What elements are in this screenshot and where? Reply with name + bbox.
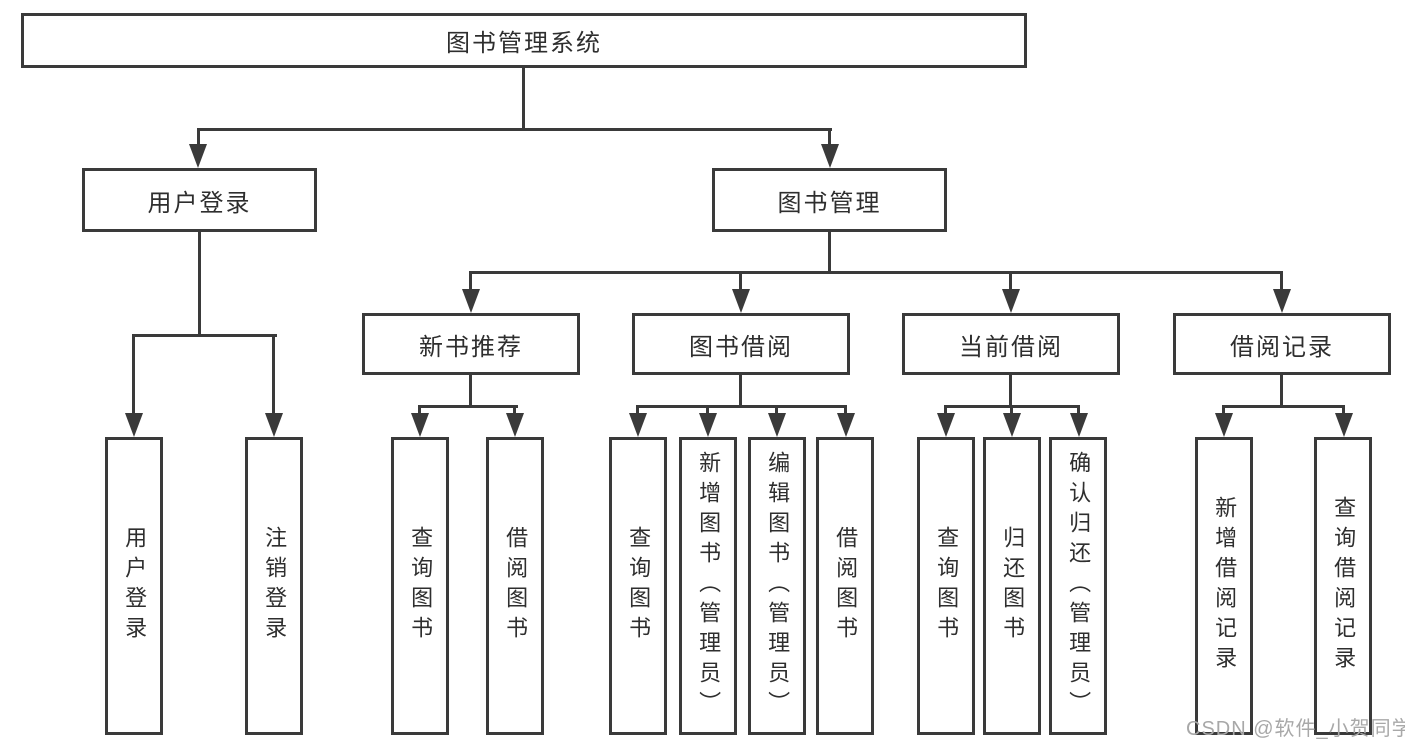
connector-line: [522, 68, 525, 130]
connector-line: [1342, 405, 1345, 417]
leaf-edit-books-admin: 编辑图书（管理员）: [748, 437, 806, 735]
leaf-recommend-borrow-books-label: 借阅图书: [503, 526, 529, 646]
connector-line: [418, 405, 421, 417]
arrow-down-icon: [411, 413, 429, 437]
arrow-down-icon: [462, 289, 480, 313]
node-user-login-label: 用户登录: [147, 189, 252, 217]
leaf-return-books: 归还图书: [983, 437, 1041, 735]
node-borrow-records-label: 借阅记录: [1230, 333, 1334, 361]
node-current-borrow-label: 当前借阅: [959, 333, 1063, 361]
connector-line: [828, 232, 831, 273]
node-new-book-recommend-label: 新书推荐: [419, 333, 523, 361]
arrow-down-icon: [699, 413, 717, 437]
connector-line: [1077, 405, 1080, 417]
watermark: CSDN @软件_小贺同学: [1186, 718, 1405, 740]
connector-line: [828, 128, 831, 146]
leaf-current-query-books: 查询图书: [917, 437, 975, 735]
node-book-borrow-label: 图书借阅: [689, 333, 793, 361]
leaf-recommend-query-books: 查询图书: [391, 437, 449, 735]
leaf-logout: 注销登录: [245, 437, 303, 735]
node-current-borrow: 当前借阅: [902, 313, 1120, 375]
arrow-down-icon: [506, 413, 524, 437]
arrow-down-icon: [265, 413, 283, 437]
leaf-recommend-borrow-books: 借阅图书: [486, 437, 544, 735]
node-book-management-label: 图书管理: [777, 189, 882, 217]
connector-line: [469, 375, 472, 407]
leaf-confirm-return-admin: 确认归还（管理员）: [1049, 437, 1107, 735]
connector-line: [197, 128, 200, 146]
connector-line: [132, 334, 135, 416]
leaf-add-books-admin-label: 新增图书（管理员）: [696, 451, 722, 721]
arrow-down-icon: [189, 144, 207, 168]
connector-line: [844, 405, 847, 417]
node-new-book-recommend: 新书推荐: [362, 313, 580, 375]
leaf-borrow-query-books: 查询图书: [609, 437, 667, 735]
connector-line: [1280, 375, 1283, 407]
connector-line: [1222, 405, 1225, 417]
arrow-down-icon: [837, 413, 855, 437]
arrow-down-icon: [821, 144, 839, 168]
node-book-management: 图书管理: [712, 168, 947, 232]
connector-line: [1280, 271, 1283, 291]
leaf-add-borrow-record: 新增借阅记录: [1195, 437, 1253, 735]
connector-line: [739, 271, 742, 291]
arrow-down-icon: [1273, 289, 1291, 313]
leaf-query-borrow-record: 查询借阅记录: [1314, 437, 1372, 735]
arrow-down-icon: [937, 413, 955, 437]
connector-line: [469, 271, 472, 291]
leaf-return-books-label: 归还图书: [1000, 526, 1026, 646]
connector-line: [636, 405, 639, 417]
connector-line: [469, 271, 1283, 274]
leaf-user-login-label: 用户登录: [122, 526, 148, 646]
node-library-system: 图书管理系统: [21, 13, 1027, 68]
leaf-query-borrow-record-label: 查询借阅记录: [1331, 496, 1357, 676]
leaf-add-books-admin: 新增图书（管理员）: [679, 437, 737, 735]
leaf-add-borrow-record-label: 新增借阅记录: [1212, 496, 1238, 676]
connector-line: [944, 405, 947, 417]
arrow-down-icon: [1002, 289, 1020, 313]
connector-line: [418, 405, 518, 408]
arrow-down-icon: [1003, 413, 1021, 437]
connector-line: [197, 128, 832, 131]
leaf-borrow-borrow-books: 借阅图书: [816, 437, 874, 735]
arrow-down-icon: [732, 289, 750, 313]
connector-line: [1009, 375, 1012, 407]
node-borrow-records: 借阅记录: [1173, 313, 1391, 375]
connector-line: [513, 405, 516, 417]
connector-line: [1009, 271, 1012, 291]
connector-line: [636, 405, 847, 408]
connector-line: [706, 405, 709, 417]
leaf-logout-label: 注销登录: [262, 526, 288, 646]
connector-line: [1222, 405, 1344, 408]
node-book-borrow: 图书借阅: [632, 313, 850, 375]
leaf-edit-books-admin-label: 编辑图书（管理员）: [765, 451, 791, 721]
connector-line: [775, 405, 778, 417]
leaf-user-login: 用户登录: [105, 437, 163, 735]
connector-line: [198, 232, 201, 336]
arrow-down-icon: [1070, 413, 1088, 437]
arrow-down-icon: [125, 413, 143, 437]
leaf-confirm-return-admin-label: 确认归还（管理员）: [1066, 451, 1092, 721]
connector-line: [1010, 405, 1013, 417]
leaf-borrow-query-books-label: 查询图书: [626, 526, 652, 646]
node-library-system-label: 图书管理系统: [446, 30, 602, 57]
arrow-down-icon: [1215, 413, 1233, 437]
arrow-down-icon: [768, 413, 786, 437]
arrow-down-icon: [1335, 413, 1353, 437]
connector-line: [739, 375, 742, 407]
node-user-login: 用户登录: [82, 168, 317, 232]
leaf-recommend-query-books-label: 查询图书: [408, 526, 434, 646]
leaf-borrow-borrow-books-label: 借阅图书: [833, 526, 859, 646]
arrow-down-icon: [629, 413, 647, 437]
leaf-current-query-books-label: 查询图书: [934, 526, 960, 646]
connector-line: [272, 334, 275, 416]
connector-line: [132, 334, 277, 337]
